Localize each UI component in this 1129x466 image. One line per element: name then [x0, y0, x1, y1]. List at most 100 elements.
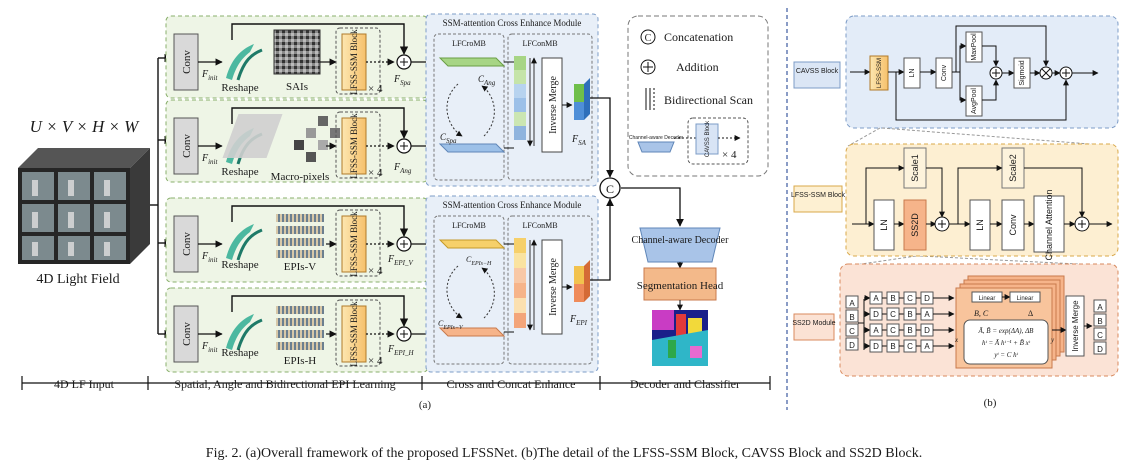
epih-label: EPIs-H: [284, 355, 316, 367]
stage-learning: Spatial, Angle and Bidirectional EPI Lea…: [174, 377, 395, 391]
cavss-avgpool: [965, 85, 983, 117]
grid-d: D: [849, 341, 855, 350]
fepi-feature: [574, 260, 590, 302]
lfcromb-label: LFCroMB: [452, 221, 486, 230]
cavss-legend-block: [695, 123, 719, 155]
concat-legend-icon: [640, 29, 656, 45]
lfss-ln2-label: LN: [975, 219, 985, 231]
conv-label: Conv: [181, 50, 193, 74]
reshape-label: Reshape: [221, 82, 258, 94]
input-label: 4D Light Field: [36, 272, 119, 287]
scan-cell-label: A: [924, 310, 930, 319]
concat-legend-symbol: C: [645, 33, 652, 44]
delta-label: Δ: [1028, 309, 1033, 318]
lfcromb-label: LFCroMB: [452, 39, 486, 48]
out-a: A: [1097, 303, 1103, 312]
lfss-scale2-label: Scale2: [1008, 154, 1018, 182]
scan-cell-label: A: [873, 294, 879, 303]
scan-cell-label: B: [890, 342, 895, 351]
y-label: y: [1050, 336, 1055, 344]
macro-pixel-thumbnails: [222, 114, 340, 162]
scan-cell-label: C: [890, 310, 896, 319]
lfconmb-label: LFConMB: [522, 39, 557, 48]
ss2d-input-grid: [845, 295, 859, 351]
panel-a-label: (a): [419, 399, 432, 411]
light-field-cube: [18, 148, 150, 264]
stage-input: 4D LF Input: [54, 377, 115, 391]
eq3: yᵗ = C hᵗ: [993, 351, 1018, 359]
grid-b: B: [849, 313, 854, 322]
eq2: hᵗ = Ā hᵗ⁻¹ + B̄ xᵗ: [982, 339, 1031, 347]
ss2d-inverse-merge-label: Inverse Merge: [1071, 300, 1080, 352]
fepi-label: FEPI: [569, 314, 588, 327]
cavss-tag-label: CAVSS Block: [796, 68, 839, 75]
lfss-conv-label: Conv: [1008, 214, 1018, 236]
cavss-lfss-ssm: [869, 55, 889, 91]
reshape-icon: [226, 224, 254, 260]
grid-a: A: [849, 299, 855, 308]
lfss-ca-label: Channel Attention: [1044, 189, 1054, 260]
macro-label: Macro-pixels: [271, 171, 330, 183]
lfss-tag-label: LFSS-SSM Block: [791, 192, 846, 199]
inverse-merge-label: Inverse Merge: [548, 76, 559, 134]
scan-cell-label: B: [907, 326, 912, 335]
linear2-label: Linear: [1017, 296, 1034, 302]
cross-module-title: SSM-attention Cross Enhance Module: [443, 200, 582, 210]
cavss-lfss-label: LFSS-SSM: [877, 58, 883, 88]
scan-cell-label: D: [924, 294, 930, 303]
scan-cell-label: D: [873, 310, 879, 319]
lfss-ssm-block: [341, 33, 367, 91]
stage-axis: [21, 376, 771, 390]
lfss-ssm-block: [341, 117, 367, 175]
reshape-icon: [226, 44, 254, 80]
linear1-label: Linear: [979, 296, 996, 302]
svg-text:Finit: Finit: [201, 251, 218, 264]
fspa-label: FSpa: [393, 74, 411, 87]
cavss-conv: [935, 57, 953, 89]
cross-module-top: SSM-attention Cross Enhance Module LFCro…: [425, 13, 599, 187]
concat-stack: [514, 238, 526, 328]
lfss-conv: [1001, 199, 1025, 251]
panel-b-label: (b): [984, 397, 997, 409]
cavss-avgpool-label: AvgPool: [971, 88, 978, 114]
svg-text:Finit: Finit: [201, 153, 218, 166]
cavss-maxpool-label: MaxPool: [971, 33, 978, 61]
scan-cell-label: D: [924, 326, 930, 335]
times4: × 4: [368, 265, 383, 277]
out-b: B: [1097, 317, 1102, 326]
sai-label: SAIs: [286, 81, 308, 93]
branch-sai: Conv Finit Reshape SAIs LFSS-SSM Block ×…: [173, 23, 412, 95]
lfss-ln1-label: LN: [879, 219, 889, 231]
lfss-scale1-label: Scale1: [910, 154, 920, 182]
concat-stack: [514, 56, 526, 140]
ang-feature-bar: [438, 57, 506, 67]
lfss-ln2: [969, 199, 991, 251]
scan-cell-label: D: [873, 342, 879, 351]
spa-feature-bar: [438, 143, 506, 153]
c-epiv-label: CEPIs−V: [438, 319, 464, 331]
fang-label: FAng: [393, 162, 412, 175]
epih-thumbnails: [276, 306, 324, 350]
cavss-sigmoid-label: Sigmoid: [1019, 60, 1026, 85]
scan-cell-label: C: [907, 342, 913, 351]
cavss-conv-label: Conv: [941, 64, 948, 81]
stage-cross: Cross and Concat Enhance: [447, 377, 576, 391]
scan-cell-label: C: [890, 326, 896, 335]
lfss-ssm-block: [341, 305, 367, 363]
conv-box: [173, 33, 199, 91]
scan-cell-label: A: [873, 326, 879, 335]
branch-epiv: Conv Finit Reshape EPIs-V LFSS-SSM Block…: [173, 205, 413, 277]
legend: C Concatenation Addition Bidirectional S…: [627, 15, 769, 177]
c-spa-label: CSpa: [440, 132, 457, 145]
decoder-legend-icon: [637, 141, 675, 153]
scan-cell-label: B: [907, 310, 912, 319]
ss2d-tag: [793, 313, 835, 341]
fepih-label: FEPI_H: [387, 344, 414, 357]
out-c: C: [1097, 331, 1103, 340]
reshape-label: Reshape: [221, 166, 258, 178]
lfss-ln1: [873, 199, 895, 251]
ss2d-tag-label: SS2D Module: [792, 320, 835, 327]
times4: × 4: [368, 167, 383, 179]
reshape-label: Reshape: [221, 259, 258, 271]
inverse-merge-label: Inverse Merge: [548, 258, 559, 316]
